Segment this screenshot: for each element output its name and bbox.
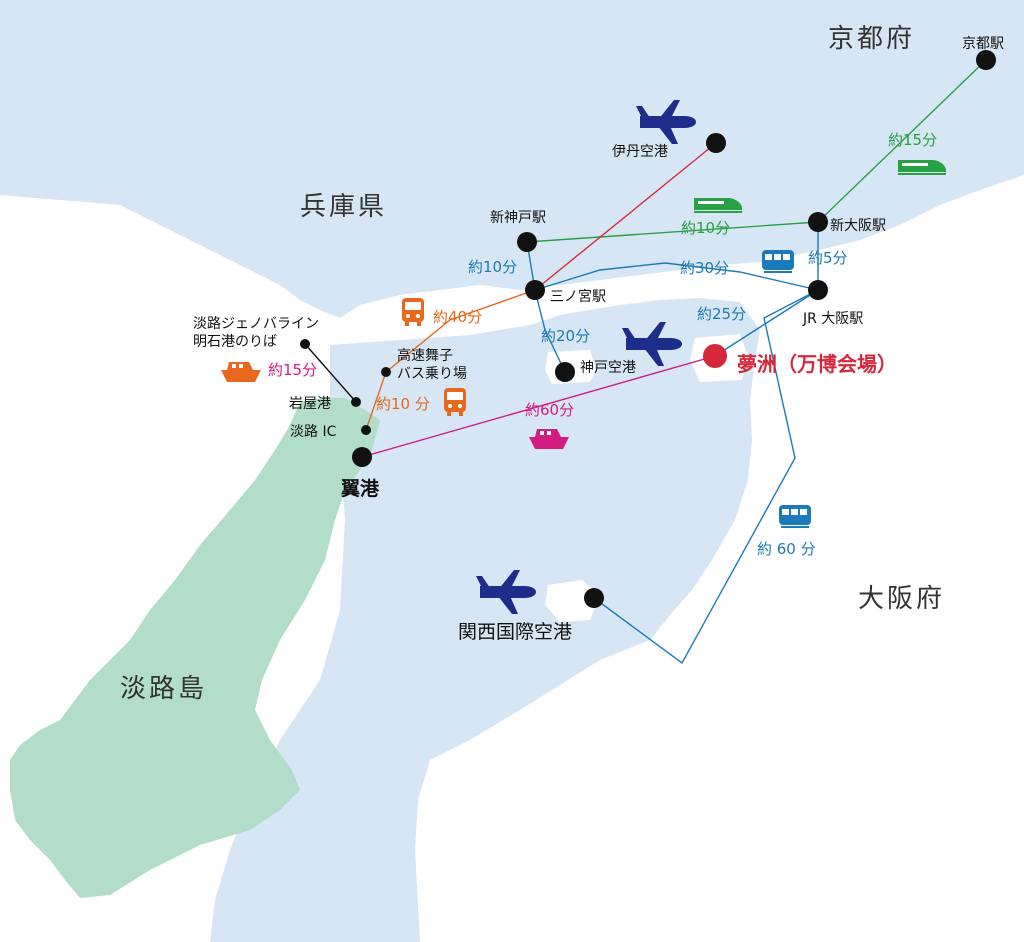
line-akashi-iwaya	[304, 343, 357, 403]
station-label-jrosaka: JR 大阪駅	[802, 311, 863, 327]
station-label-kyoto: 京都駅	[962, 36, 1004, 52]
time-kyoto-shinosaka: 約15分	[888, 131, 937, 149]
station-dot-akashi[interactable]	[300, 339, 310, 349]
station-dot-jrosaka[interactable]	[808, 280, 828, 300]
bus-icon	[444, 388, 466, 416]
region-kyoto: 京都府	[828, 24, 915, 54]
region-osaka: 大阪府	[858, 584, 945, 614]
station-label-kobeairport: 神戸空港	[580, 360, 636, 376]
station-label-shinkobe: 新神戸駅	[490, 210, 546, 226]
station-dot-sannomiya[interactable]	[525, 280, 545, 300]
train-icon	[779, 505, 811, 528]
line-kansai-jrosaka	[593, 289, 819, 665]
station-dot-shinkobe[interactable]	[517, 232, 537, 252]
time-akashi-iwaya: 約15分	[268, 361, 317, 379]
train-icon	[762, 250, 794, 273]
line-jrosaka-yumeshima	[714, 289, 819, 357]
station-dot-maiko[interactable]	[381, 367, 391, 377]
station-dot-tsubasa[interactable]	[352, 447, 372, 467]
station-label-maiko-2: バス乗り場	[397, 366, 467, 382]
kansai-airport-island	[545, 580, 600, 622]
time-jrosaka-yumeshima: 約25分	[697, 305, 746, 323]
station-dot-kyoto[interactable]	[976, 50, 996, 70]
time-sannomiya-jrosaka: 約30分	[680, 259, 729, 277]
osaka-coast	[690, 290, 1024, 942]
line-kyoto-shinosaka	[817, 59, 987, 223]
station-markers	[300, 50, 996, 608]
line-sannomiya-kobeairport	[534, 289, 566, 373]
time-shinkobe-shinosaka: 約10分	[681, 219, 730, 237]
time-kansai-jrosaka: 約 60 分	[757, 540, 816, 558]
station-dot-kobeairport[interactable]	[555, 362, 575, 382]
station-label-yumeshima: 夢洲（万博会場）	[737, 352, 897, 376]
station-dot-kansai[interactable]	[584, 588, 604, 608]
station-label-kansai: 関西国際空港	[458, 621, 572, 643]
line-sannomiya-jrosaka	[534, 262, 819, 291]
time-sannomiya-kobeairport: 約20分	[541, 327, 590, 345]
station-dot-itami[interactable]	[706, 133, 726, 153]
time-maiko-sannomiya: 約40分	[433, 308, 482, 326]
station-dot-yumeshima[interactable]	[703, 344, 727, 368]
station-dot-awajiic[interactable]	[361, 425, 371, 435]
line-shinkobe-shinosaka	[526, 221, 819, 243]
station-dot-shinosaka[interactable]	[808, 212, 828, 232]
station-label-tsubasa: 翼港	[340, 478, 380, 500]
line-maiko-sannomiya	[385, 289, 536, 373]
station-label-maiko-1: 高速舞子	[397, 347, 453, 364]
region-awaji: 淡路島	[120, 674, 207, 704]
line-tsubasa-yumeshima	[361, 355, 716, 458]
station-label-itami: 伊丹空港	[612, 144, 668, 160]
station-dot-iwaya[interactable]	[351, 397, 361, 407]
station-label-jenova-2: 明石港のりば	[193, 334, 277, 350]
line-itami-sannomiya	[534, 142, 717, 291]
bus-icon	[402, 298, 424, 326]
line-awajiic-maiko	[365, 371, 387, 431]
station-label-jenova-1: 淡路ジェノバライン	[193, 316, 319, 332]
station-label-iwaya: 岩屋港	[289, 396, 331, 412]
time-awajiic-maiko: 約10 分	[376, 395, 430, 413]
time-shinkobe-sannomiya: 約10分	[468, 258, 517, 276]
station-label-shinosaka: 新大阪駅	[830, 218, 886, 234]
time-tsubasa-yumeshima: 約60分	[525, 401, 574, 419]
awaji-island	[10, 398, 380, 898]
station-label-sannomiya: 三ノ宮駅	[550, 289, 606, 305]
region-hyogo: 兵庫県	[300, 192, 387, 222]
time-shinosaka-jrosaka: 約5分	[808, 249, 848, 267]
station-label-awajiic: 淡路 IC	[290, 424, 337, 440]
